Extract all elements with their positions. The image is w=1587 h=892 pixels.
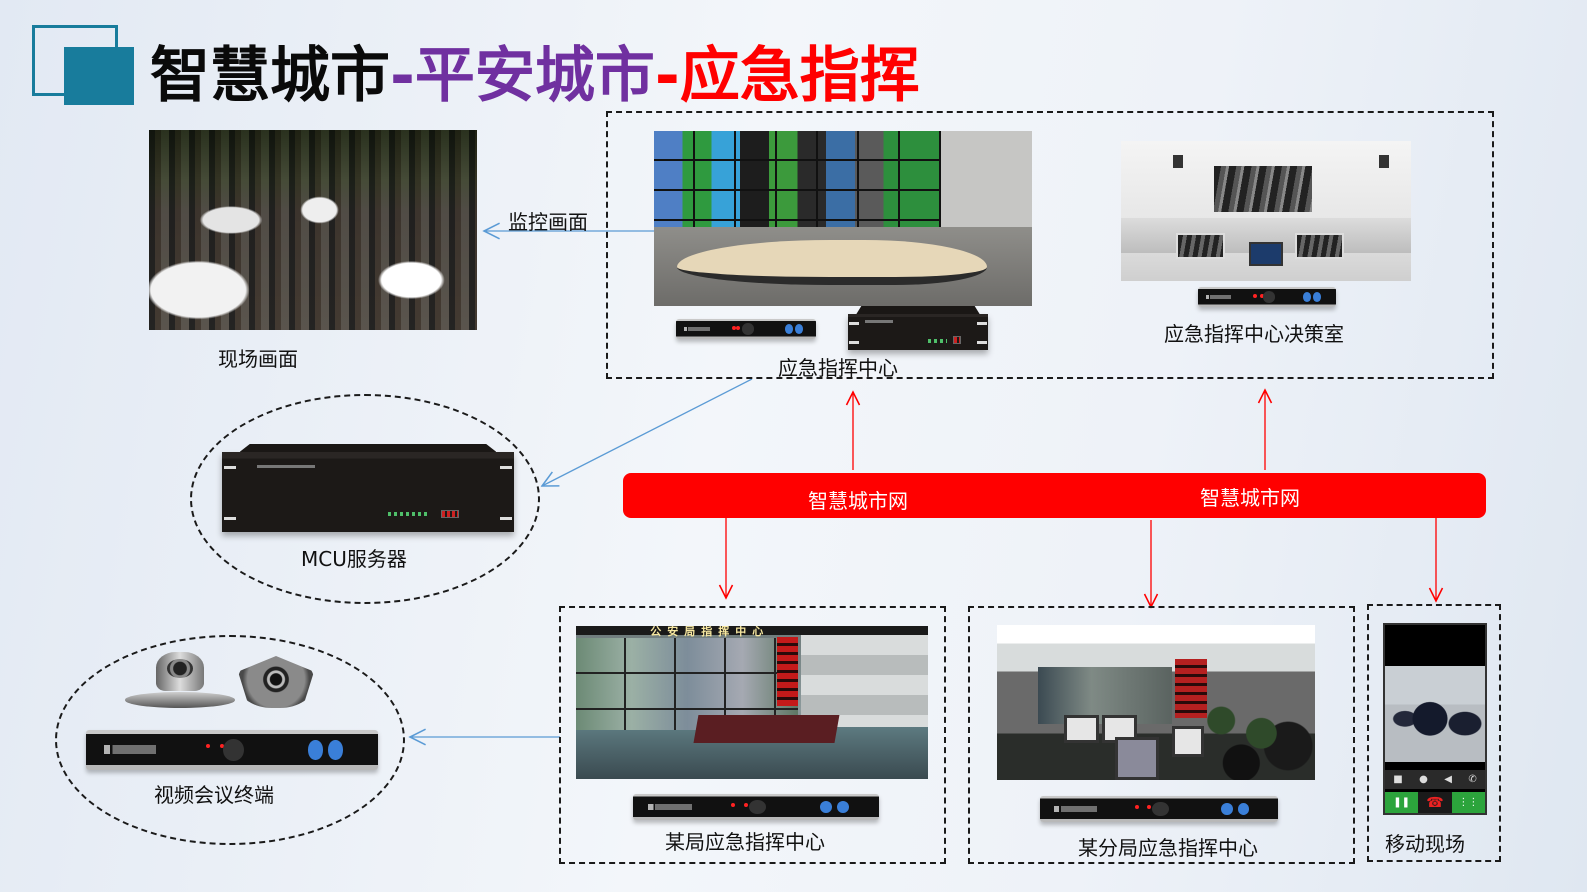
ptz-camera-icon	[125, 652, 235, 708]
keypad-button[interactable]: ⋮⋮	[1451, 792, 1485, 813]
title-emergency-command: 应急指挥	[679, 41, 920, 111]
console-desk	[676, 239, 987, 285]
screen-banner: 公安局指挥中心	[650, 626, 770, 638]
control-tablet	[1248, 241, 1284, 266]
mcu-server-device	[222, 452, 514, 532]
scene-label: 现场画面	[218, 347, 298, 371]
video-terminal-ellipse	[55, 635, 405, 845]
hangup-button[interactable]: ☎	[1418, 792, 1452, 813]
mcu-server-label: MCU服务器	[301, 547, 407, 571]
mobile-site-group	[1367, 604, 1501, 862]
logo-filled-square	[64, 47, 134, 105]
bureau-center-photo: 公安局指挥中心	[576, 626, 928, 779]
network-label-right: 智慧城市网	[1200, 486, 1300, 510]
decision-room-terminal-device	[1198, 287, 1336, 307]
page-title: 智慧城市-平安城市-应急指挥	[150, 38, 920, 114]
bureau-center-group	[559, 606, 946, 864]
command-center-group	[606, 111, 1494, 379]
video-camera-icon[interactable]: ■	[1393, 773, 1403, 785]
branch-center-photo	[997, 625, 1315, 780]
phone-call-icon[interactable]: ✆	[1468, 773, 1477, 785]
title-safe-city: 平安城市	[414, 41, 655, 111]
video-terminal-label: 视频会议终端	[154, 783, 274, 807]
video-terminal-device	[86, 730, 378, 770]
title-separator: -	[390, 41, 415, 111]
video-wall	[654, 131, 942, 231]
title-separator: -	[654, 41, 680, 111]
mobile-video-feed	[1385, 666, 1485, 763]
monitor-feed-label: 监控画面	[508, 210, 588, 234]
network-label-left: 智慧城市网	[808, 489, 908, 513]
scene-photo	[149, 130, 477, 330]
command-center-label: 应急指挥中心	[778, 356, 898, 380]
mcu-server-device	[848, 314, 988, 350]
command-center-photo	[654, 131, 1032, 306]
bureau-center-label: 某局应急指挥中心	[665, 830, 825, 854]
mcu-server-ellipse	[190, 394, 540, 604]
microphone-icon[interactable]: ●	[1419, 773, 1428, 785]
decision-room-photo	[1121, 141, 1411, 281]
video-wall	[576, 638, 798, 731]
smart-city-network-bar: 智慧城市网 智慧城市网	[623, 473, 1486, 518]
branch-center-group	[968, 606, 1355, 864]
decision-room-label: 应急指挥中心决策室	[1164, 322, 1344, 346]
mobile-site-label: 移动现场	[1385, 832, 1465, 856]
title-smart-city: 智慧城市	[150, 41, 390, 111]
mcu-link-arrow	[542, 378, 753, 486]
video-wall	[1038, 666, 1172, 725]
mobile-phone-screen: ■ ● ◀ ✆ ❚❚ ☎ ⋮⋮	[1383, 623, 1487, 815]
speaker-icon[interactable]: ◀	[1444, 773, 1452, 785]
pause-button[interactable]: ❚❚	[1385, 792, 1419, 813]
branch-terminal-device	[1040, 796, 1278, 822]
main-screen	[1213, 166, 1313, 213]
bureau-terminal-device	[633, 794, 879, 820]
video-terminal-device	[676, 319, 816, 339]
branch-center-label: 某分局应急指挥中心	[1078, 836, 1258, 860]
